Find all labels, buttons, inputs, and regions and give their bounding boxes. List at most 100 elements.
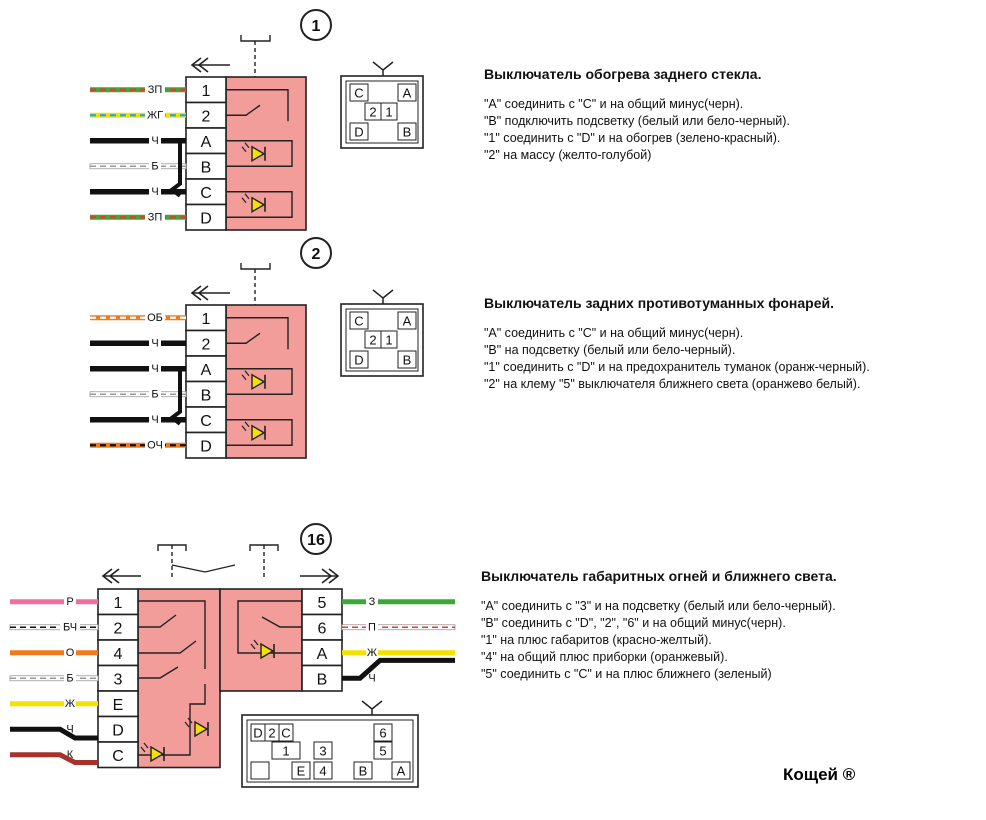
connector-key-icon — [372, 289, 394, 304]
connector-cell — [397, 350, 417, 369]
wire-color-label: Ч — [151, 414, 158, 426]
switch-1-description: Выключатель обогрева заднего стекла. "A"… — [484, 66, 790, 164]
diagram-line — [226, 191, 293, 218]
switch-contact — [226, 332, 261, 344]
connector-pin-label: 2 — [268, 726, 275, 741]
switch-number-circle — [300, 237, 332, 269]
connector-cell — [380, 330, 398, 349]
switch-1-pin-label: C — [200, 185, 212, 202]
connector-cell — [271, 741, 301, 760]
backlight-lamp-icon — [241, 193, 266, 213]
diagram-line — [187, 717, 193, 724]
switch-2-note: "1" соединить с "D" и на предохранитель … — [484, 360, 870, 374]
connector-cell — [380, 102, 398, 121]
switch-1-switch-body — [225, 76, 307, 231]
connector-inner — [345, 80, 419, 144]
switch-1-pin-label: 1 — [202, 83, 211, 100]
backlight-lamp-icon — [184, 717, 209, 738]
switch-contact — [261, 616, 302, 628]
wire-color-label: Ч — [151, 363, 158, 375]
jumper-wire — [168, 140, 182, 198]
switch-1-note: "1" соединить с "D" и на обогрев (зелено… — [484, 131, 781, 145]
switch-2-note: "A" соединить с "C" и на общий минус(чер… — [484, 326, 744, 340]
switch-16-left-pin-cell — [97, 588, 139, 616]
switch-number-circle — [300, 523, 332, 555]
wire-insulation — [342, 657, 455, 681]
switch-1-pin-cell — [185, 76, 227, 104]
connector-pin-label: 2 — [369, 333, 376, 348]
connector-pin-label: C — [281, 726, 290, 741]
switch-contact — [226, 104, 261, 116]
wire-color-label: ОЧ — [147, 439, 163, 451]
switch-16-right-pin-cell — [301, 664, 343, 692]
connector-cell — [349, 122, 369, 141]
wire-insulation — [341, 624, 456, 631]
wire — [9, 675, 99, 682]
connector-pin-label: D — [354, 353, 363, 368]
lamp-triangle — [251, 424, 266, 441]
lamp-triangle — [150, 745, 165, 763]
jumper-wire — [168, 368, 182, 426]
switch-16-left-pin-label: 2 — [114, 620, 123, 637]
wire-label-bg — [64, 670, 76, 684]
diagram-line — [244, 193, 250, 200]
switch-1-pin-label: A — [201, 134, 212, 151]
connector-pin-label: A — [403, 314, 412, 329]
switch-16-left-pin-label: 1 — [114, 595, 123, 612]
connector-pin-label: D — [354, 125, 363, 140]
switch-16-left-pin-label: C — [112, 748, 124, 765]
diagram-line — [184, 721, 190, 728]
switch-contact — [138, 614, 177, 628]
diagram-line — [138, 684, 206, 756]
switch-2-pin-label: A — [201, 362, 212, 379]
switch-number: 2 — [312, 246, 321, 263]
wire-label-bg — [149, 183, 161, 197]
switch-2-pin-cell — [185, 431, 227, 459]
wire-insulation — [10, 752, 98, 765]
connector-inner — [246, 719, 414, 783]
switch-16-right-pin-label: 5 — [318, 595, 327, 612]
wire-label-bg — [60, 619, 80, 633]
wire-label-bg — [149, 132, 161, 146]
wire-label-bg — [145, 209, 165, 223]
wire-label-bg — [366, 593, 378, 607]
wire-color-label: Б — [151, 388, 158, 400]
switch-16-left-pin-label: 3 — [114, 671, 123, 688]
diagram-line — [241, 197, 247, 204]
wire-color-label: Б — [66, 672, 73, 684]
switch-number-circle — [300, 9, 332, 41]
connector-key-icon — [372, 61, 394, 76]
connector-pin-label: B — [359, 764, 368, 779]
switch-2-pin-label: 2 — [202, 336, 211, 353]
wire-color-label: П — [368, 621, 376, 633]
backlight-lamp-icon — [140, 742, 165, 763]
connector-pin-label: 1 — [385, 105, 392, 120]
wire-insulation — [10, 726, 98, 741]
wire-label-bg — [149, 386, 161, 400]
connector-key-icon — [361, 700, 383, 715]
connector-pin-label: 3 — [319, 744, 326, 759]
switch-2-note: "B" на подсветку (белый или бело-черный)… — [484, 343, 736, 357]
connector-inner — [345, 308, 419, 372]
diagram-line — [240, 263, 271, 270]
wire-label-bg — [149, 158, 161, 172]
lamp-triangle — [260, 642, 275, 660]
switch-1-pin-label: D — [200, 210, 212, 227]
wire-color-label: ОБ — [147, 312, 163, 324]
linkage-line — [171, 564, 236, 573]
connector-pin-label: E — [297, 764, 306, 779]
wire-color-label: ЗП — [148, 84, 163, 96]
wire-color-label: Ч — [66, 723, 73, 735]
connector-pin-label: B — [403, 353, 412, 368]
diagram-line — [226, 368, 293, 395]
diagram-line — [240, 35, 271, 42]
connector-pin-label: 2 — [369, 105, 376, 120]
wire-label-bg — [145, 107, 165, 121]
wire-color-label: Ж — [65, 698, 75, 710]
connector-pin-label: A — [403, 86, 412, 101]
switch-2-description: Выключатель задних противотуманных фонар… — [484, 295, 870, 393]
backlight-lamp-icon — [241, 370, 266, 390]
switch-1-note: "B" подключить подсветку (белый или бело… — [484, 114, 790, 128]
switch-16-left-pin-cell — [97, 664, 139, 692]
diagram-line — [244, 421, 250, 428]
